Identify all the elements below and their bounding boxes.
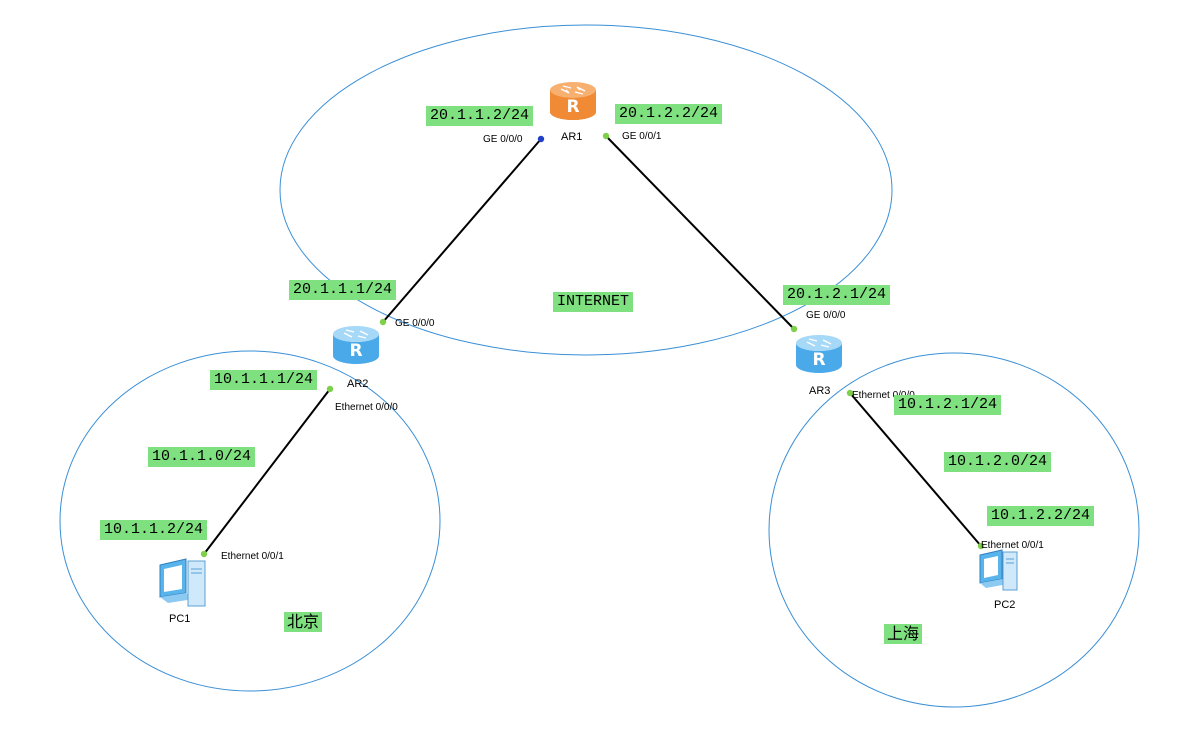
port-label-ar2-e000: Ethernet 0/0/0 (335, 402, 398, 413)
svg-text:R: R (812, 350, 825, 370)
ip-label-ar1-g001: 20.1.2.2/24 (615, 104, 723, 124)
region-label-beijing: 北京 (284, 612, 323, 632)
link-ar2-pc1 (203, 388, 331, 555)
shanghai-region-ellipse (768, 352, 1140, 708)
ip-label-ar1-g000: 20.1.1.2/24 (426, 106, 534, 126)
port-label-pc1-e001: Ethernet 0/0/1 (221, 551, 284, 562)
router-icon[interactable]: R (333, 326, 379, 364)
svg-text:R: R (349, 341, 362, 361)
svg-text:R: R (566, 97, 579, 117)
port-dot-ar2-e000 (326, 385, 334, 393)
ip-label-pc2: 10.1.2.2/24 (987, 506, 1095, 526)
region-label-shanghai: 上海 (884, 624, 923, 644)
device-name-ar2: AR2 (347, 378, 369, 390)
ip-label-ar2-g000: 20.1.1.1/24 (289, 280, 397, 300)
port-label-ar1-g001: GE 0/0/1 (622, 131, 662, 142)
pc-icon[interactable] (979, 549, 1018, 591)
link-ar3-pc2 (849, 392, 982, 547)
link-ar1-ar2 (382, 138, 542, 323)
port-label-ar2-g000: GE 0/0/0 (395, 318, 435, 329)
port-label-ar1-g000: GE 0/0/0 (483, 134, 523, 145)
port-dot-ar3-g000 (790, 325, 798, 333)
port-dot-pc1-e001 (200, 550, 208, 558)
port-dot-ar1-g000 (537, 135, 545, 143)
network-label-beijing: 10.1.1.0/24 (148, 447, 256, 467)
ip-label-ar2-e000: 10.1.1.1/24 (210, 370, 318, 390)
region-label-internet: INTERNET (553, 292, 634, 312)
ip-label-ar3-e000: 10.1.2.1/24 (894, 395, 1002, 415)
router-icon[interactable]: R (796, 335, 842, 373)
port-dot-ar1-g001 (602, 132, 610, 140)
router-icon[interactable]: R (550, 82, 596, 120)
port-label-pc2-e001: Ethernet 0/0/1 (981, 540, 1044, 551)
pc-icon[interactable] (159, 558, 206, 607)
port-dot-ar2-g000 (379, 318, 387, 326)
port-label-ar3-e000: Ethernet 0/0/0 (852, 390, 915, 401)
beijing-region-ellipse (59, 350, 441, 692)
device-name-pc2: PC2 (994, 599, 1016, 611)
port-dot-pc2-e001 (977, 542, 985, 550)
device-name-ar1: AR1 (561, 131, 583, 143)
port-dot-ar3-e000 (846, 389, 854, 397)
internet-region-ellipse (279, 24, 893, 356)
link-ar1-ar3 (605, 135, 795, 330)
network-label-shanghai: 10.1.2.0/24 (944, 452, 1052, 472)
ip-label-pc1: 10.1.1.2/24 (100, 520, 208, 540)
ip-label-ar3-g000: 20.1.2.1/24 (783, 285, 891, 305)
device-name-pc1: PC1 (169, 613, 191, 625)
device-name-ar3: AR3 (809, 385, 831, 397)
port-label-ar3-g000: GE 0/0/0 (806, 310, 846, 321)
